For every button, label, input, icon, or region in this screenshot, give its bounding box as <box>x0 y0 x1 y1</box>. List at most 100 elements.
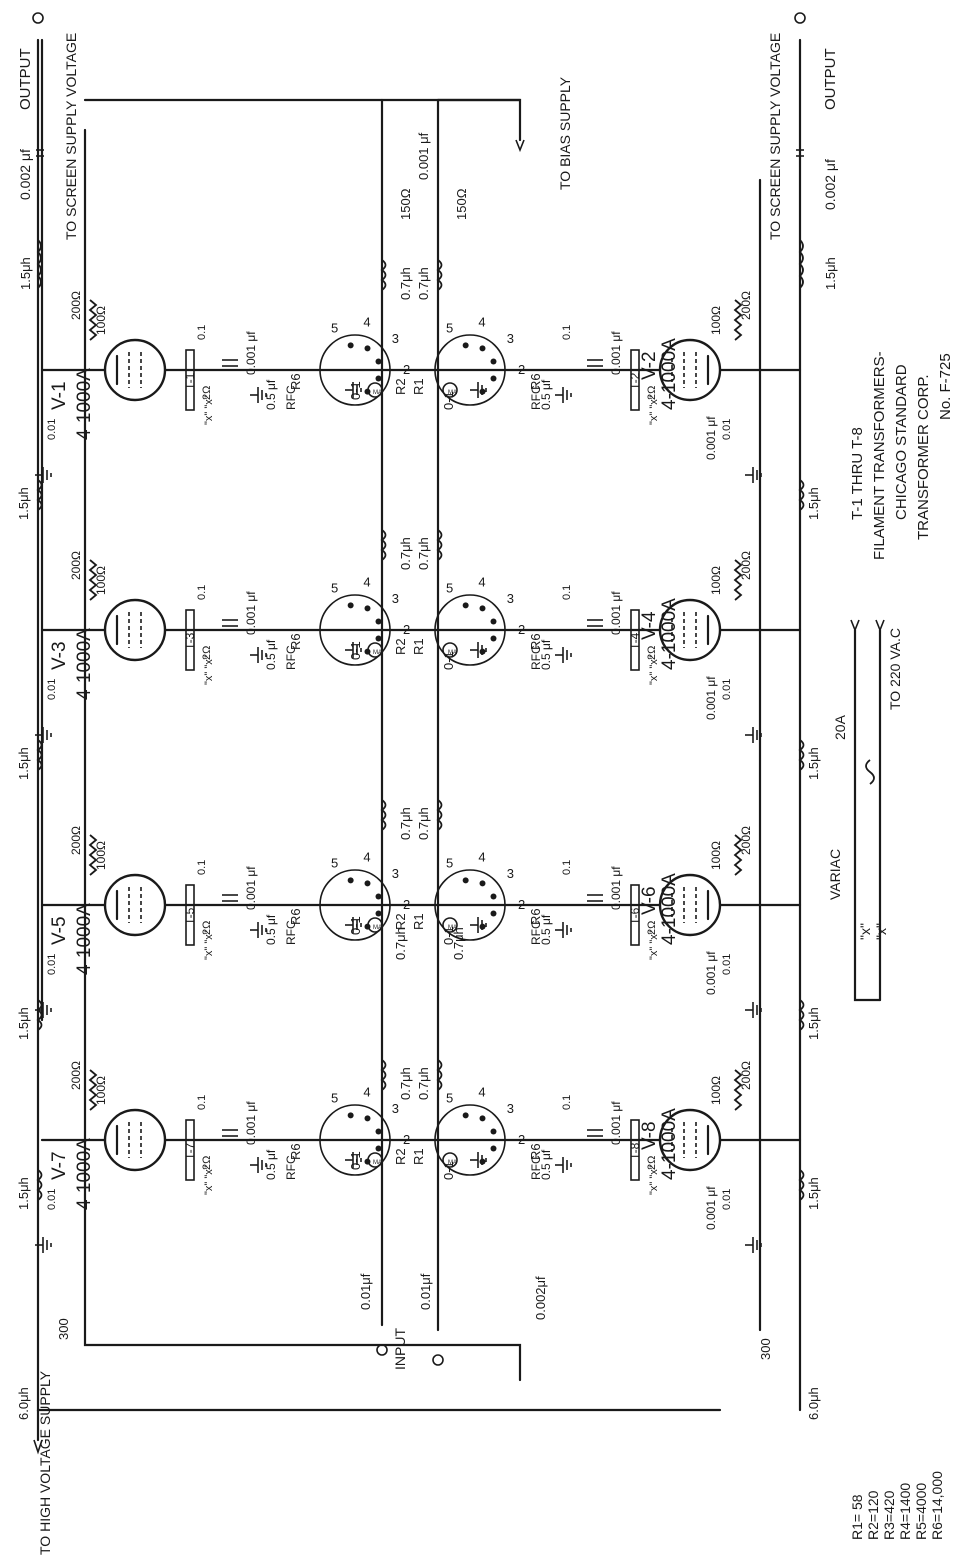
tube-type-v-1: 4-1000A <box>74 368 95 440</box>
bus-choke-8: 0.7μh <box>416 1067 431 1100</box>
c05-v-7: 0.5 μf <box>264 1149 278 1180</box>
c05-v-5: 0.5 μf <box>264 914 278 945</box>
top-left-screen-label: TO SCREEN SUPPLY VOLTAGE <box>63 33 79 240</box>
meter-ma-v-3: MA <box>448 650 457 656</box>
meter-v-8 <box>367 1152 383 1168</box>
c05-v-6: 0.5 μf <box>539 914 553 945</box>
c05-v-4: 0.5 μf <box>539 639 553 670</box>
tube-v-7-envelope <box>103 1108 167 1172</box>
tube-type-v-3: 4-1000A <box>74 628 95 700</box>
cap-in-label-2: 0.01μf <box>418 1273 433 1310</box>
bus-choke-1: 0.7μh <box>398 267 413 300</box>
c01-v-5: 0.1 <box>196 860 208 875</box>
switch-pos-3-v-8: 3 <box>507 1101 514 1116</box>
r200-v-3: 200Ω <box>69 551 83 580</box>
r1-v-2: R2 <box>393 378 408 395</box>
bus-choke-4: 0.7μh <box>416 537 431 570</box>
r6-v-1: R6 <box>288 373 303 390</box>
r1-v-8: R2 <box>393 1148 408 1165</box>
meter-label-v-2: 0-1 <box>348 381 363 400</box>
tube-v-6-envelope <box>658 873 722 937</box>
tube-id-v-4: V-4 <box>639 611 660 640</box>
meter-v-5 <box>442 917 458 933</box>
meter-label-v-5: 0-1 <box>441 926 456 945</box>
r1-v-3: R1 <box>411 638 426 655</box>
c0001-grid-v-4: 0.001 μf <box>704 676 718 720</box>
switch-pos-3-v-3: 3 <box>392 591 399 606</box>
c001-v-7: 0.001 μf <box>244 1101 258 1145</box>
rfc-v-5: RFC <box>284 920 298 945</box>
transformer-t-1: T-1 <box>183 372 197 390</box>
switch-pos-5-v-6: 5 <box>446 855 453 870</box>
c0001-grid-v-6: 0.001 μf <box>704 951 718 995</box>
transformer-t-6: T-6 <box>628 907 642 925</box>
top-right-bias-label: TO BIAS SUPPLY <box>557 76 573 190</box>
c001-v-5: 0.001 μf <box>244 866 258 910</box>
top-left-output: OUTPUT 0.002 μf TO SCREEN SUPPLY VOLTAGE… <box>17 12 79 290</box>
resistor-value-3: R3=420 <box>881 1490 897 1540</box>
switch-pos-3-v-6: 3 <box>507 866 514 881</box>
c001-v-4: 0.001 μf <box>609 591 623 635</box>
tube-type-v-4: 4-1000A <box>659 598 680 670</box>
switch-pos-3-v-2: 3 <box>507 331 514 346</box>
tube-id-v-7: V-7 <box>49 1151 70 1180</box>
variac-x-label-2: "x" <box>873 923 889 940</box>
top-bus-choke-1: 1.5μh <box>16 739 43 780</box>
tube-type-v-2: 4-1000A <box>659 338 680 410</box>
r2-v-8: 2Ω <box>646 1156 658 1170</box>
top-bus-choke-label-3: 1.5μh <box>16 1177 31 1210</box>
c0-01-v-3: 0.01 <box>46 679 58 700</box>
r100-v-1: 100Ω <box>94 306 108 335</box>
meter-v-2 <box>367 382 383 398</box>
bottom-bus-choke-2: 1.5μh <box>798 999 821 1040</box>
choke-07-in-label-2: 0.7μh <box>451 927 466 960</box>
choke-60-right-label: 6.0μh <box>806 1387 821 1420</box>
c0-01-v-6: 0.01 <box>721 954 733 975</box>
r2-v-1: 2Ω <box>201 386 213 400</box>
transformer-t-2: T-2 <box>628 372 642 390</box>
resistor-value-2: R2=120 <box>865 1490 881 1540</box>
r100-v-5: 100Ω <box>94 841 108 870</box>
r100-v-4: 100Ω <box>709 566 723 595</box>
note-chicago: CHICAGO STANDARD <box>893 364 910 520</box>
transformer-notes: T-1 THRU T-8 FILAMENT TRANSFORMERS- CHIC… <box>849 351 954 560</box>
top-left-choke-label: 1.5μh <box>18 257 33 290</box>
xx-v-7: "x" "x" <box>203 1165 215 1195</box>
variac-label: VARIAC <box>827 849 843 900</box>
left-bottom-section: TO HIGH VOLTAGE SUPPLY 6.0μh 300 6.0μh 3… <box>16 927 821 1555</box>
transformer-t-8: T-8 <box>628 1142 642 1160</box>
tube-id-v-8: V-8 <box>639 1121 660 1150</box>
bus-r150-2: 150Ω <box>454 188 469 220</box>
meter-label-v-3: 0-1 <box>441 651 456 670</box>
switch-pos-3-v-7: 3 <box>392 1101 399 1116</box>
bus-choke-2: 0.7μh <box>416 267 431 300</box>
r100-v-8: 100Ω <box>709 1076 723 1105</box>
tube-id-v-2: V-2 <box>639 351 660 380</box>
tube-v-5-envelope <box>103 873 167 937</box>
switch-pos-2-v-8: 2 <box>518 1132 525 1147</box>
xx-v-6: "x" "x" <box>648 930 660 960</box>
r200-v-7: 200Ω <box>69 1061 83 1090</box>
bottom-bus-choke-label-2: 1.5μh <box>806 1007 821 1040</box>
note-t-thru: T-1 THRU T-8 <box>849 427 866 520</box>
switch-pos-4-v-5: 4 <box>363 850 370 865</box>
r100-v-7: 100Ω <box>94 1076 108 1105</box>
meter-label-v-1: 0-1 <box>441 391 456 410</box>
r6-v-7: R6 <box>288 1143 303 1160</box>
bus-choke-7: 0.7μh <box>398 1067 413 1100</box>
switch-pos-4-v-2: 4 <box>478 315 485 330</box>
tube-id-v-1: V-1 <box>49 381 70 410</box>
top-bus-choke-label-2: 1.5μh <box>16 1007 31 1040</box>
tube-id-v-6: V-6 <box>639 886 660 915</box>
switch-pos-5-v-5: 5 <box>331 855 338 870</box>
resistor-value-4: R4=1400 <box>897 1483 913 1540</box>
c05-v-3: 0.5 μf <box>264 639 278 670</box>
c0-01-v-8: 0.01 <box>721 1189 733 1210</box>
